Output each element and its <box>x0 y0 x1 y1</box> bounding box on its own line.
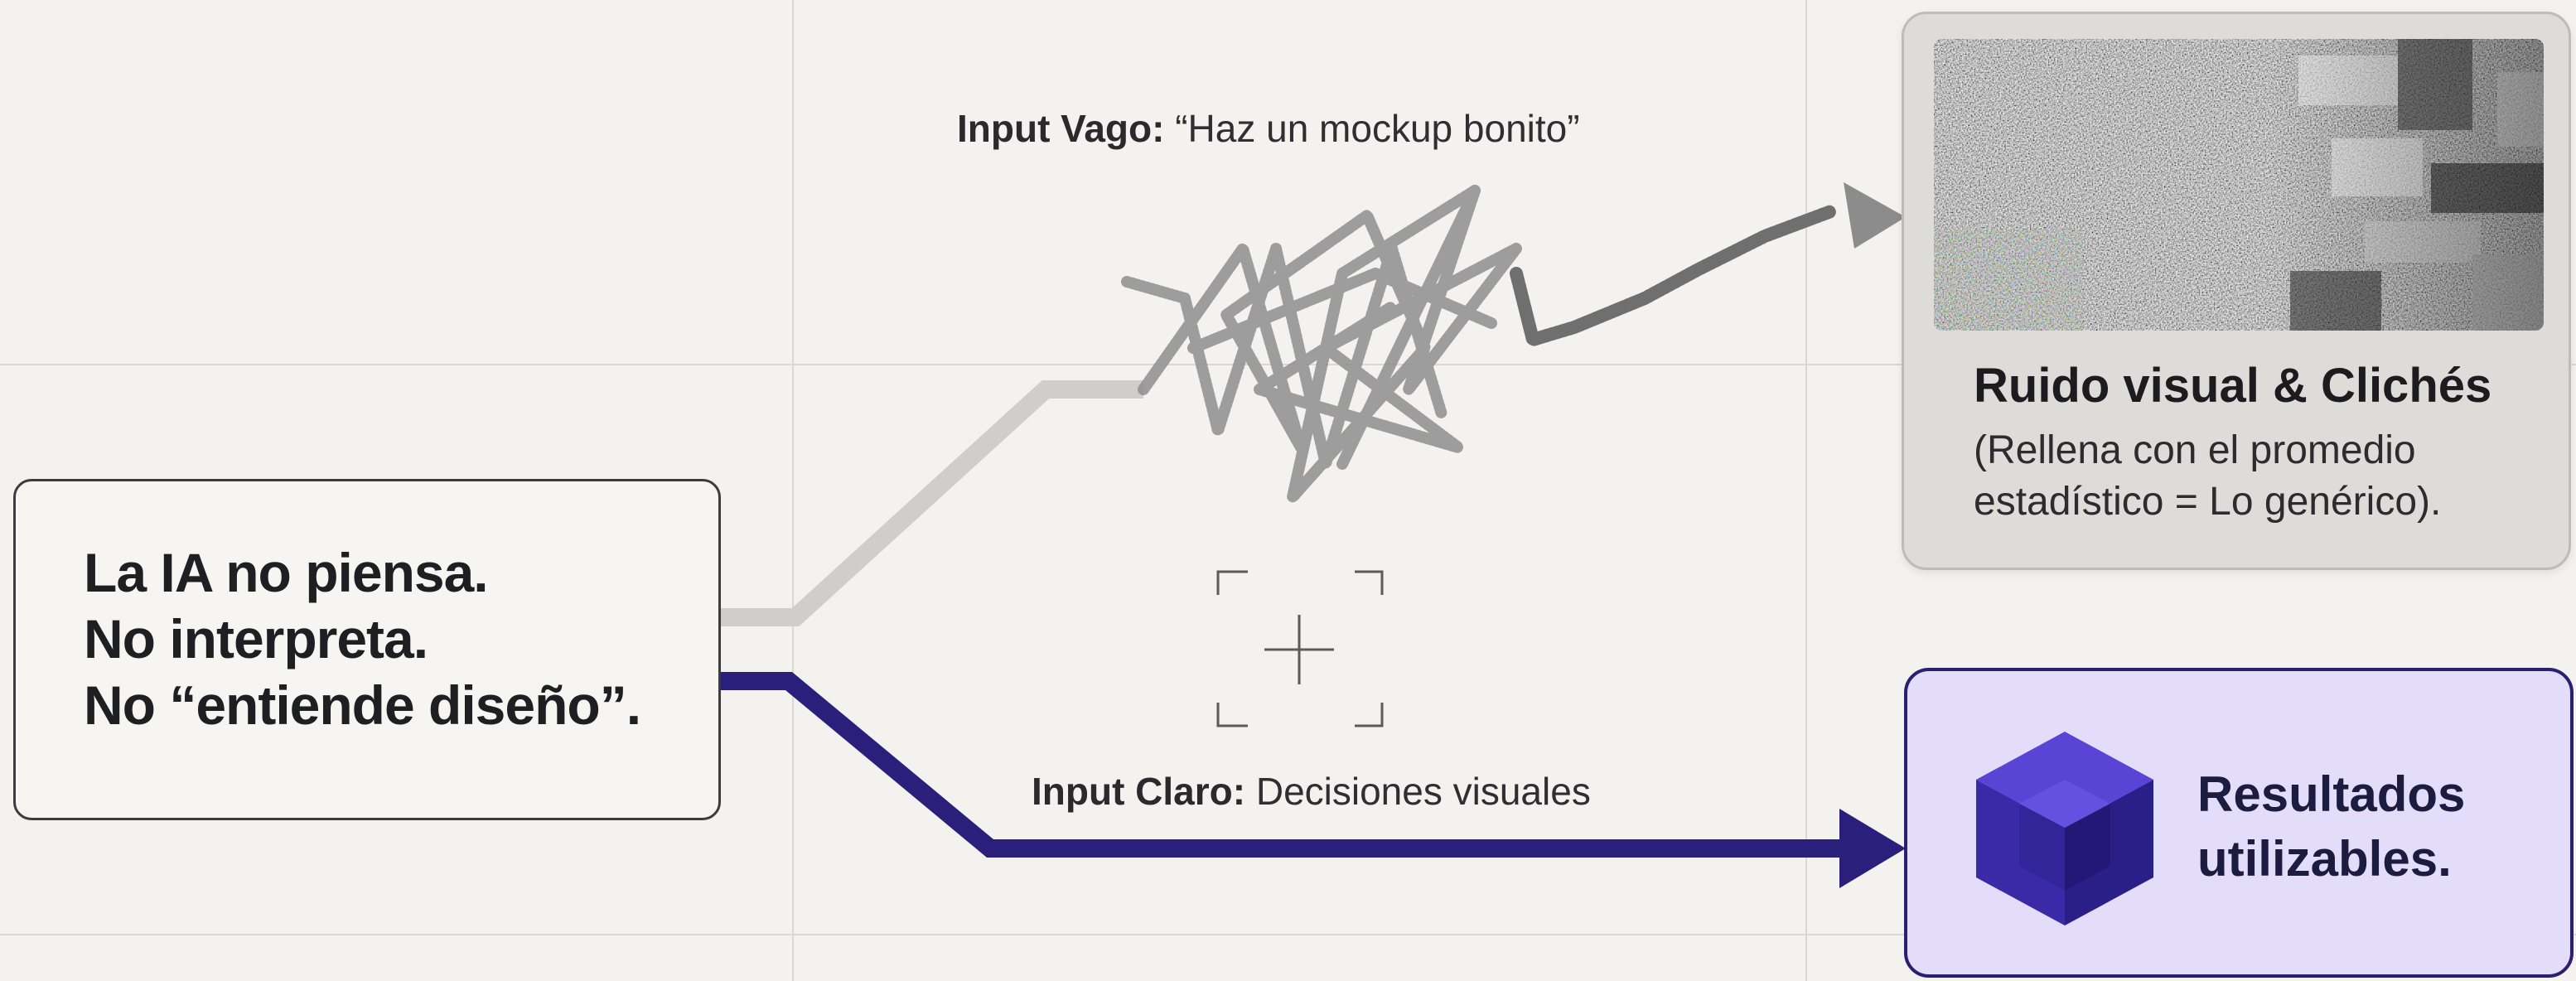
noise-description-line-1: (Rellena con el promedio <box>1974 428 2416 472</box>
noise-description-line-2: estadístico = Lo genérico). <box>1974 480 2442 524</box>
vague-input-text: “Haz un mockup bonito” <box>1175 107 1580 150</box>
source-line-3: No “entiende diseño”. <box>84 674 641 736</box>
clear-input-label: Input Claro: <box>1032 770 1246 813</box>
source-statement-box: La IA no piensa. No interpreta. No “enti… <box>13 479 721 820</box>
clear-arrow-head <box>1839 809 1906 888</box>
usable-result-box: Resultados utilizables. <box>1904 668 2574 978</box>
clear-input-text: Decisiones visuales <box>1255 770 1591 813</box>
noise-result-title: Ruido visual & Clichés <box>1974 359 2492 413</box>
vague-input-label: Input Vago: <box>957 107 1165 150</box>
noise-result-description: (Rellena con el promedio estadístico = L… <box>1974 425 2441 528</box>
source-line-2: No interpreta. <box>84 608 428 669</box>
usable-result-line-2: utilizables. <box>2197 831 2452 887</box>
focus-crosshair-icon <box>1216 570 1384 727</box>
usable-result-text: Resultados utilizables. <box>2197 762 2465 892</box>
noise-result-box: Ruido visual & Clichés (Rellena con el p… <box>1902 12 2571 570</box>
static-noise-image <box>1934 39 2544 331</box>
usable-result-line-1: Resultados <box>2197 766 2466 822</box>
scribble-icon <box>1121 185 1522 503</box>
clear-path <box>721 672 1856 858</box>
clear-input-caption: Input Claro: Decisiones visuales <box>1032 769 1591 814</box>
vague-input-caption: Input Vago: “Haz un mockup bonito” <box>957 106 1580 151</box>
cube-icon <box>1976 732 2153 925</box>
source-line-1: La IA no piensa. <box>84 542 489 603</box>
vague-path <box>721 380 1143 626</box>
vague-arrow-head <box>1844 182 1906 249</box>
vague-arrow <box>1510 205 1838 349</box>
